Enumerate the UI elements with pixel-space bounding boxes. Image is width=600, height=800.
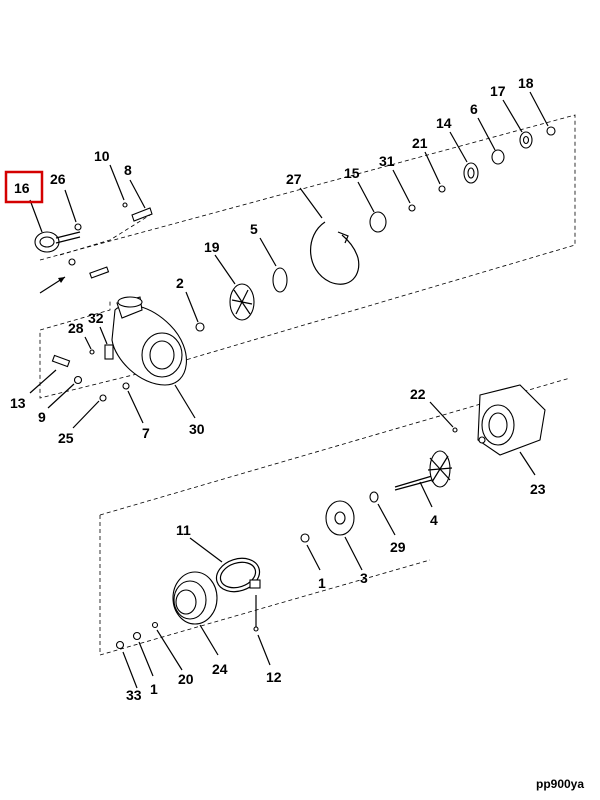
callout-13: 13 — [10, 395, 26, 411]
part-20 — [151, 621, 159, 629]
part-lever-8 — [131, 207, 153, 222]
part-bolt-12-tip — [253, 626, 259, 632]
part-rod — [89, 266, 110, 279]
part-bracket-32 — [104, 344, 114, 360]
part-22 — [452, 427, 458, 433]
callout-5: 5 — [250, 221, 258, 237]
part-actuator-16 — [34, 231, 81, 253]
part-31 — [408, 204, 416, 212]
part-nut-1-lower — [132, 631, 142, 641]
callout-31: 31 — [379, 153, 395, 169]
guide-line-lower — [99, 515, 431, 656]
callout-6: 6 — [470, 101, 478, 117]
callout-4: 4 — [430, 512, 438, 528]
callout-1-upper: 1 — [318, 575, 326, 591]
part-compressor-wheel-19 — [229, 283, 255, 321]
part-18 — [546, 126, 556, 136]
callout-16: 16 — [14, 180, 30, 196]
part-bearing-14 — [463, 162, 479, 184]
callout-25: 25 — [58, 430, 74, 446]
part-compressor-housing-30 — [111, 296, 187, 386]
callout-26: 26 — [50, 171, 66, 187]
part-33 — [115, 640, 125, 650]
part-ring-7 — [122, 382, 130, 390]
callout-2: 2 — [176, 275, 184, 291]
part-pin-13 — [51, 354, 71, 368]
part-21 — [438, 185, 446, 193]
callout-17: 17 — [490, 83, 506, 99]
part-clamp-11 — [215, 557, 261, 593]
callout-27: 27 — [286, 171, 302, 187]
part-center-housing-23 — [477, 384, 546, 456]
callout-11: 11 — [176, 522, 191, 538]
callout-8: 8 — [124, 162, 132, 178]
callout-22: 22 — [410, 386, 426, 402]
part-pin-10 — [122, 202, 128, 208]
part-28 — [89, 349, 95, 355]
callout-21: 21 — [412, 135, 428, 151]
part-clamp-ring-27-tab — [337, 231, 349, 244]
part-clamp-ring-27 — [310, 221, 360, 285]
part-shaft-wheel-4 — [394, 450, 453, 491]
part-6 — [491, 149, 505, 165]
callout-14: 14 — [436, 115, 452, 131]
callout-19: 19 — [204, 239, 220, 255]
callout-29: 29 — [390, 539, 406, 555]
callout-28: 28 — [68, 320, 84, 336]
callout-23: 23 — [530, 481, 546, 497]
part-turbine-housing-24 — [172, 571, 218, 625]
part-nut-2 — [195, 322, 205, 332]
callout-15: 15 — [344, 165, 360, 181]
part-washer-9 — [73, 375, 83, 385]
callout-24: 24 — [212, 661, 228, 677]
part-nut-26 — [74, 223, 82, 231]
part-nut-1-upper — [300, 533, 310, 543]
callout-7: 7 — [142, 425, 150, 441]
callout-33: 33 — [126, 687, 142, 703]
guide-line-upper — [39, 114, 576, 399]
part-ring-29 — [369, 491, 379, 503]
part-ring-5 — [272, 267, 288, 293]
callout-20: 20 — [178, 671, 194, 687]
callout-18: 18 — [518, 75, 534, 91]
part-screw-25 — [99, 394, 107, 402]
callout-12: 12 — [266, 669, 282, 685]
part-17 — [519, 131, 533, 149]
leader-lines — [29, 91, 549, 689]
arrow-head — [58, 277, 65, 283]
callout-32: 32 — [88, 310, 104, 326]
highlight-box-16 — [4, 170, 44, 204]
callout-9: 9 — [38, 409, 46, 425]
callout-30: 30 — [189, 421, 205, 437]
callout-1-lower: 1 — [150, 681, 158, 697]
part-seal-15 — [369, 211, 387, 233]
guide-line-short — [59, 214, 151, 256]
figure-reference: pp900ya — [536, 777, 584, 791]
callout-3: 3 — [360, 570, 368, 586]
part-plate-3 — [325, 500, 355, 536]
part-nut-small — [68, 258, 76, 266]
callout-10: 10 — [94, 148, 110, 164]
